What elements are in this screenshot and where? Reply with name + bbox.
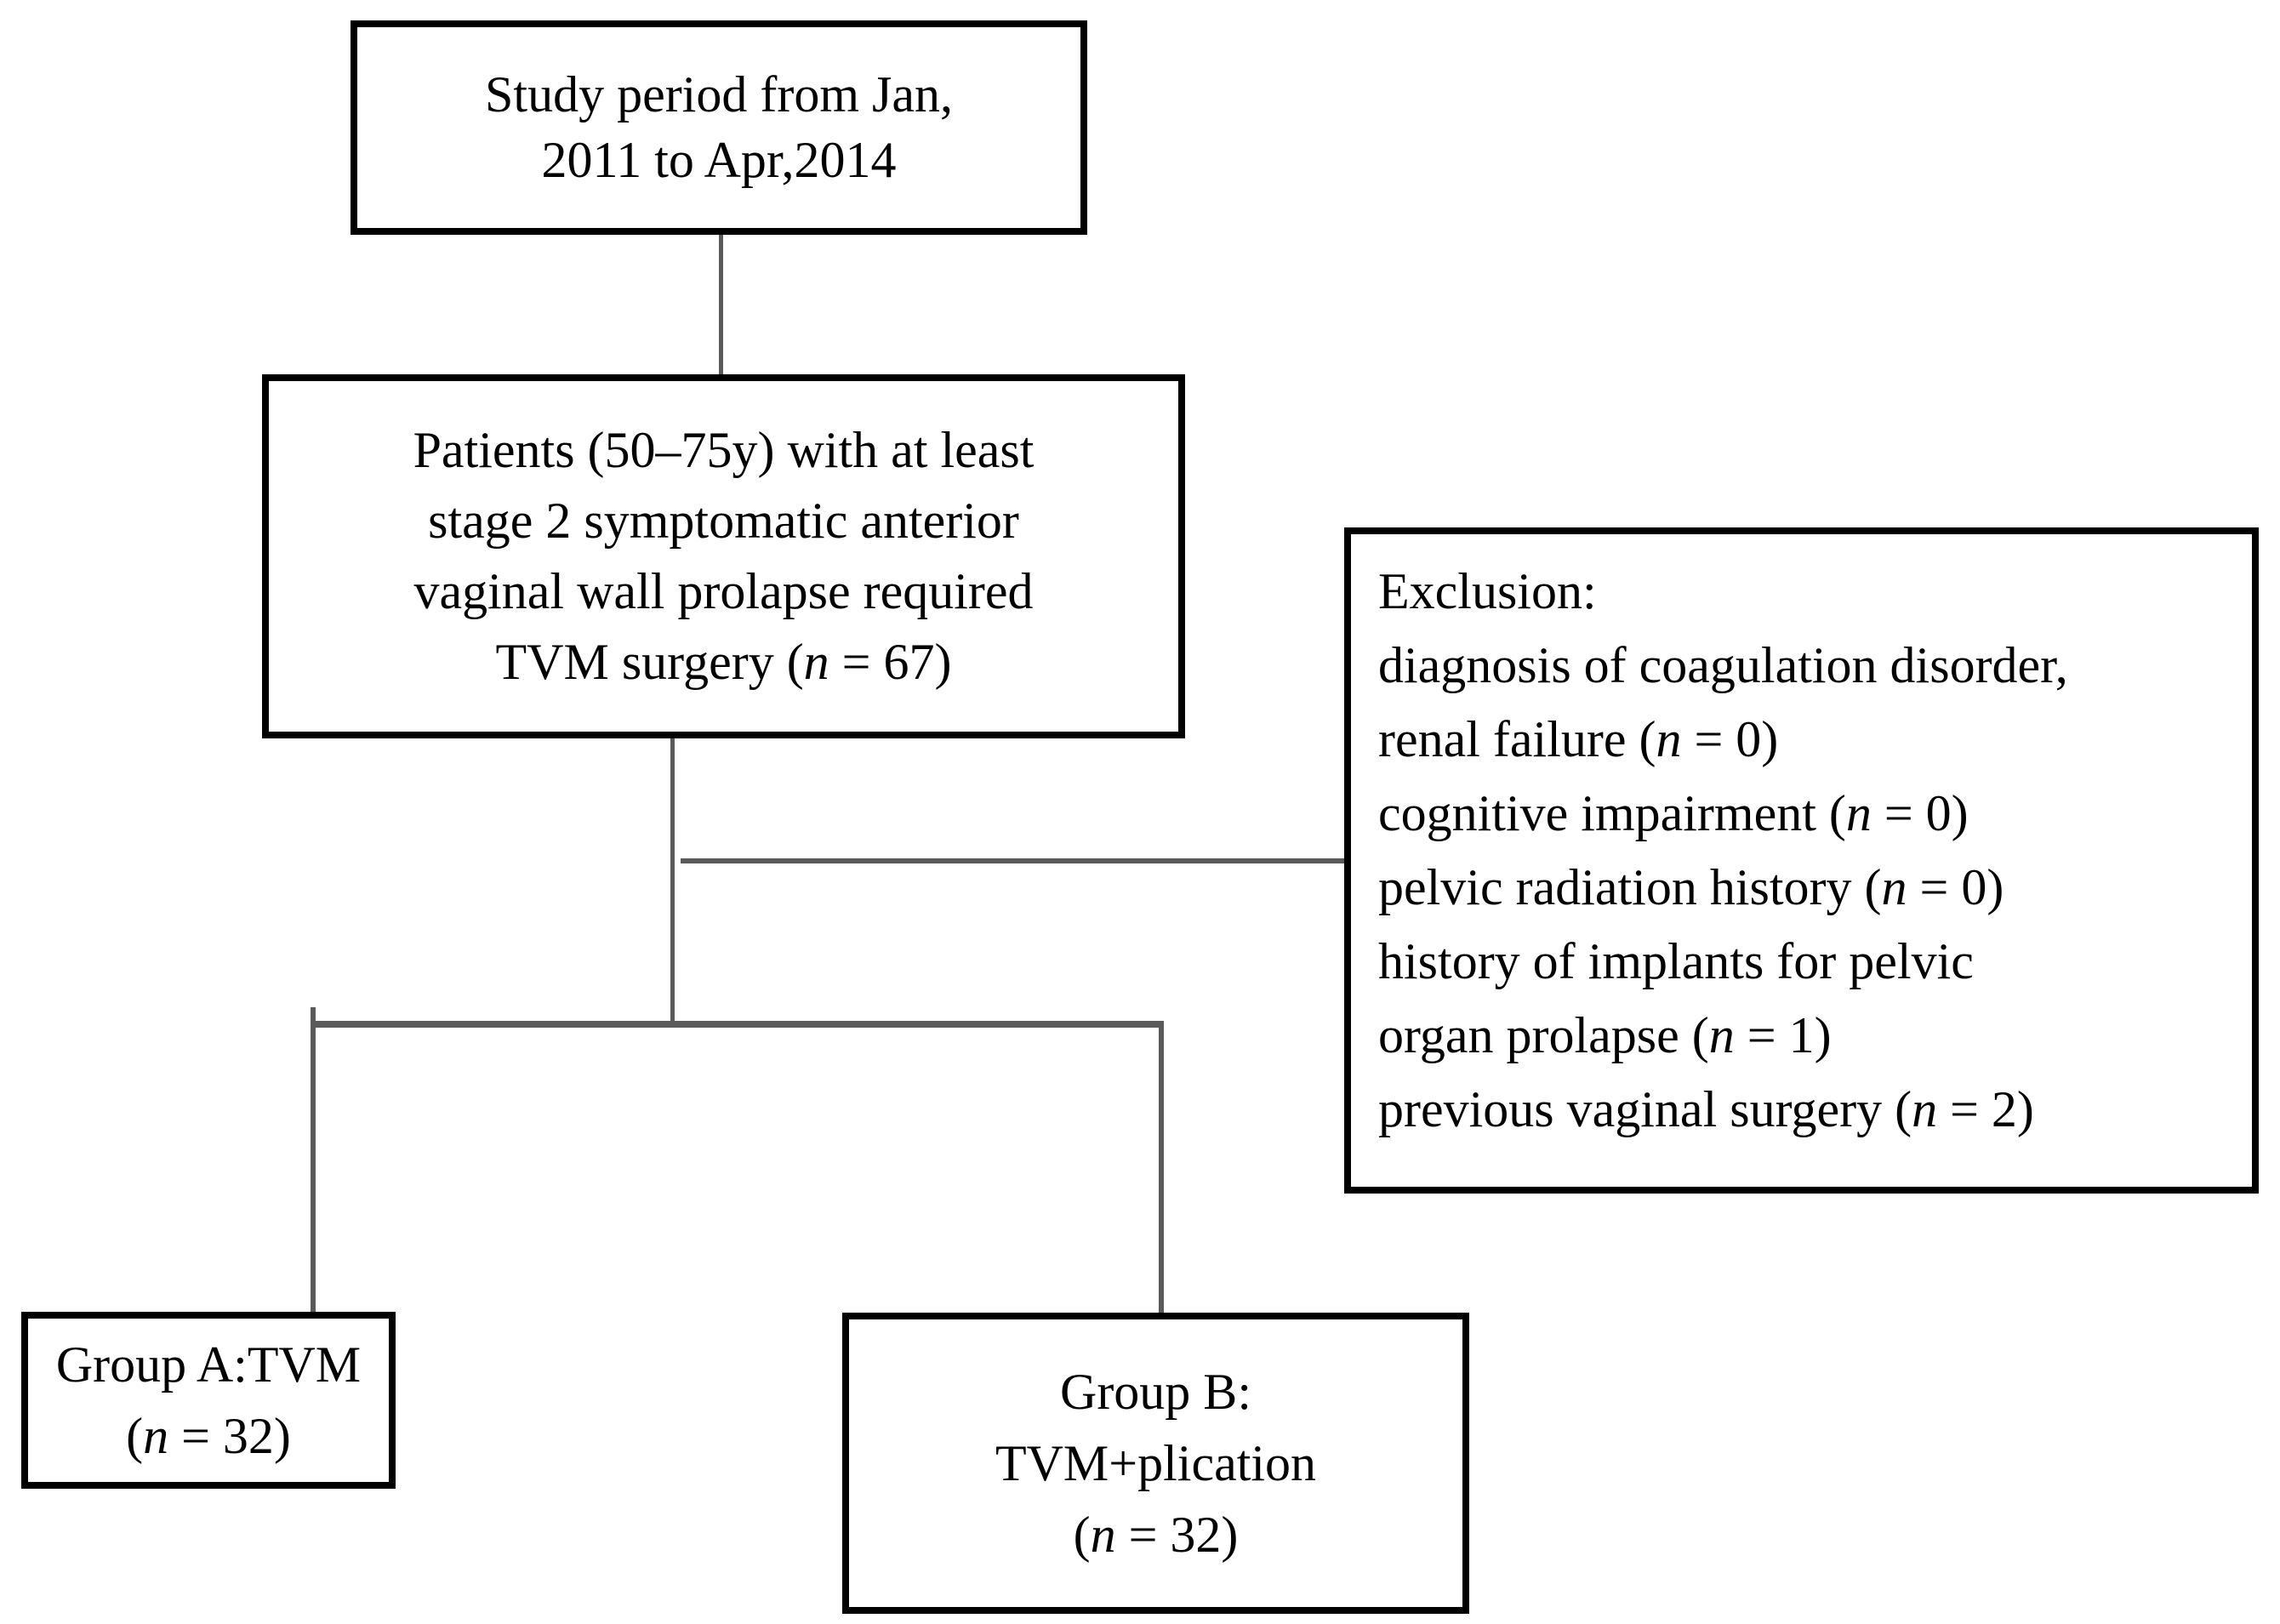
text-line: history of implants for pelvic [1378, 925, 1974, 999]
text-line: (n = 32) [126, 1400, 291, 1472]
italic-n-symbol: n [1845, 785, 1872, 841]
italic-n-symbol: n [1881, 859, 1907, 915]
text-segment: diagnosis of coagulation disorder, [1378, 637, 2068, 693]
box-patients-enrolled: Patients (50–75y) with at least stage 2 s… [262, 374, 1185, 738]
italic-n-symbol: n [1912, 1081, 1938, 1137]
text-segment: = 1) [1734, 1007, 1832, 1063]
text-segment: pelvic radiation history ( [1378, 859, 1882, 915]
text-line: pelvic radiation history (n = 0) [1378, 851, 2004, 925]
text-segment: TVM surgery ( [495, 633, 804, 690]
text-segment: vaginal wall prolapse required [413, 563, 1034, 619]
text-line: 2011 to Apr,2014 [541, 128, 896, 193]
box-group-b-tvm-plication: Group B: TVM+plication (n = 32) [842, 1313, 1469, 1614]
text-segment: 2011 to Apr,2014 [541, 132, 897, 188]
text-line: Exclusion: [1378, 555, 1597, 629]
italic-n-symbol: n [1090, 1507, 1116, 1563]
text-line: Group A:TVM [56, 1329, 361, 1400]
text-segment: = 67) [829, 633, 952, 690]
text-segment: Study period from Jan, [485, 66, 953, 123]
text-line: organ prolapse (n = 1) [1378, 999, 1832, 1073]
text-line: Study period from Jan, [485, 62, 953, 128]
text-line: vaginal wall prolapse required [413, 556, 1033, 627]
box-group-a-tvm: Group A:TVM (n = 32) [21, 1312, 396, 1489]
text-segment: = 32) [1115, 1507, 1239, 1563]
italic-n-symbol: n [803, 633, 829, 690]
connector-exclusion-branch [681, 858, 1344, 863]
text-segment: = 0) [1681, 711, 1779, 767]
text-segment: = 0) [1871, 785, 1969, 841]
text-segment: ( [126, 1408, 144, 1464]
text-segment: renal failure ( [1378, 711, 1656, 767]
text-segment: history of implants for pelvic [1378, 933, 1974, 989]
text-line: TVM surgery (n = 67) [496, 627, 952, 698]
box-study-period: Study period from Jan, 2011 to Apr,2014 [351, 20, 1087, 235]
text-segment: = 32) [168, 1408, 291, 1464]
text-segment: organ prolapse ( [1378, 1007, 1709, 1063]
text-line: stage 2 symptomatic anterior [428, 486, 1019, 556]
text-line: TVM+plication [995, 1427, 1316, 1499]
text-segment: cognitive impairment ( [1378, 785, 1846, 841]
italic-n-symbol: n [143, 1408, 169, 1464]
text-line: renal failure (n = 0) [1378, 703, 1778, 777]
connector-group-b-drop [1159, 1021, 1164, 1313]
connector-group-a-drop [311, 1007, 316, 1312]
text-segment: Group A:TVM [55, 1336, 362, 1393]
italic-n-symbol: n [1656, 711, 1682, 767]
text-segment: TVM+plication [995, 1435, 1317, 1491]
text-segment: Group B: [1060, 1364, 1251, 1420]
text-segment: = 2) [1937, 1081, 2034, 1137]
text-segment: Patients (50–75y) with at least [413, 422, 1035, 479]
text-line: diagnosis of coagulation disorder, [1378, 629, 2068, 703]
text-segment: previous vaginal surgery ( [1378, 1081, 1912, 1137]
connector-patients-down [670, 738, 675, 1026]
text-line: cognitive impairment (n = 0) [1378, 777, 1969, 851]
text-segment: = 0) [1907, 859, 2004, 915]
italic-n-symbol: n [1708, 1007, 1735, 1063]
text-line: Patients (50–75y) with at least [413, 415, 1035, 486]
text-segment: ( [1073, 1507, 1091, 1563]
text-line: previous vaginal surgery (n = 2) [1378, 1073, 2034, 1147]
text-line: Group B: [1060, 1356, 1251, 1427]
text-segment: stage 2 symptomatic anterior [428, 493, 1019, 550]
text-line: (n = 32) [1074, 1499, 1239, 1570]
connector-split-horizontal [311, 1021, 1164, 1028]
text-segment: Exclusion: [1378, 563, 1597, 619]
box-exclusion-criteria: Exclusion: diagnosis of coagulation disor… [1344, 527, 2259, 1194]
connector-study-to-patients [719, 235, 723, 374]
